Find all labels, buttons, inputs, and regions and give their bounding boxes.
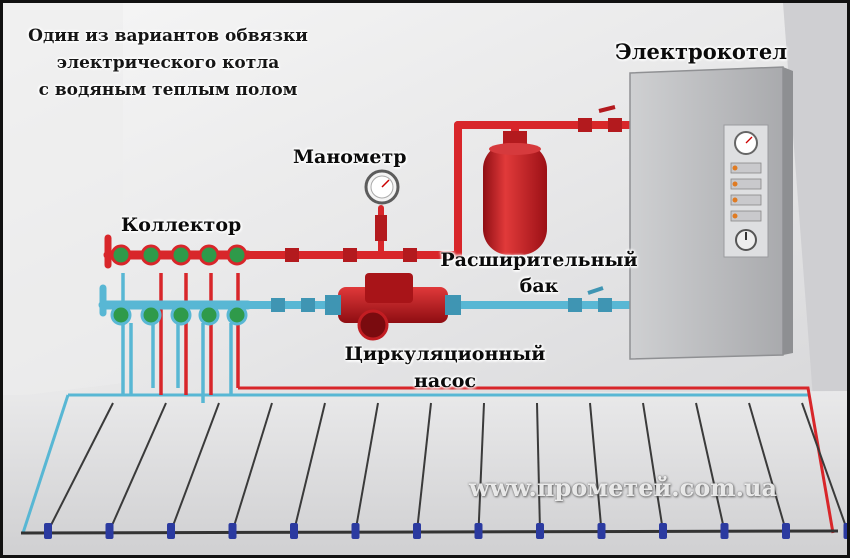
- floor-loop-pipe: [416, 402, 432, 532]
- floor-fitting: [720, 523, 729, 539]
- manometer: [364, 169, 400, 205]
- collector-valve-wheel: [170, 304, 192, 326]
- floor-loop-pipes: [47, 402, 847, 532]
- floor-loop-pipe: [354, 402, 379, 532]
- floor: [3, 391, 847, 555]
- floor-fitting: [474, 523, 483, 539]
- floor-loop-pipe: [536, 402, 541, 532]
- floor-fitting: [44, 523, 52, 539]
- floor-loop-pipe: [801, 402, 847, 532]
- floor-fitting: [659, 523, 667, 539]
- floor-fitting: [290, 523, 298, 539]
- pump-label-line-1: Циркуляционный: [344, 343, 546, 365]
- expansion-tank: [483, 131, 547, 255]
- floor-loop-pipe: [47, 402, 114, 532]
- floor-loop-pipe: [293, 402, 326, 532]
- floor-return-edge: [21, 394, 70, 534]
- floor-fitting: [782, 523, 790, 539]
- floor-fitting: [351, 523, 360, 539]
- collector-label: Коллектор: [121, 214, 242, 236]
- collector-valve-wheel: [198, 244, 220, 266]
- floor-fitting: [843, 523, 847, 539]
- floor-fitting: [228, 523, 237, 539]
- pump-label-line-2: насос: [413, 370, 477, 392]
- floor-loop-pipe: [589, 402, 603, 532]
- supply-valves: [285, 105, 622, 262]
- caption-line-1: Один из вариантов обвязки: [28, 26, 308, 46]
- left-wall: [3, 3, 123, 398]
- caption-line-2: электрического котла: [56, 53, 280, 73]
- floor-fittings: [44, 523, 847, 539]
- collector-valve-wheel: [140, 244, 162, 266]
- floor-fitting: [413, 523, 421, 539]
- floor-loop-pipe: [170, 402, 220, 532]
- return-valves: [271, 286, 612, 312]
- floor-fitting: [105, 523, 114, 539]
- floor-loop-pipe: [695, 402, 726, 532]
- collector-drops: [121, 273, 240, 403]
- collector-valve-wheel: [110, 304, 132, 326]
- collector-valve-wheel: [110, 244, 132, 266]
- caption-line-3: с водяным теплым полом: [38, 80, 298, 100]
- floor-fitting: [536, 523, 544, 539]
- floor-fitting: [597, 523, 606, 539]
- collector-valve-wheel: [226, 304, 248, 326]
- floor-supply-line: [238, 386, 835, 534]
- collector-valve-wheel: [226, 244, 248, 266]
- floor-heating-loops: [20, 386, 847, 539]
- floor-loop-pipe: [231, 402, 273, 532]
- collector-valve-wheel: [198, 304, 220, 326]
- side-wall: [783, 3, 847, 403]
- floor-fitting: [167, 523, 175, 539]
- floor-front-pipe: [20, 529, 839, 535]
- collector-valve-wheel: [140, 304, 162, 326]
- manometer-label: Манометр: [293, 146, 407, 168]
- floor-loop-pipe: [477, 402, 485, 532]
- floor-loop-pipe: [642, 402, 664, 532]
- electric-boiler: [629, 66, 793, 360]
- floor-loop-pipe: [108, 402, 167, 532]
- watermark: www.прометей.com.ua: [468, 473, 778, 502]
- boiler-label: Электрокотел: [615, 39, 788, 64]
- tank-label-line-2: бак: [519, 275, 559, 297]
- collector-valve-wheel: [170, 244, 192, 266]
- circulation-pump: [325, 273, 461, 341]
- collector-manifold: [110, 244, 248, 326]
- tank-label-line-1: Расширительный: [440, 249, 638, 271]
- floor-loop-pipe: [748, 402, 787, 532]
- diagram-canvas: [3, 3, 847, 555]
- diagram-caption: Один из вариантов обвязки электрического…: [13, 23, 323, 104]
